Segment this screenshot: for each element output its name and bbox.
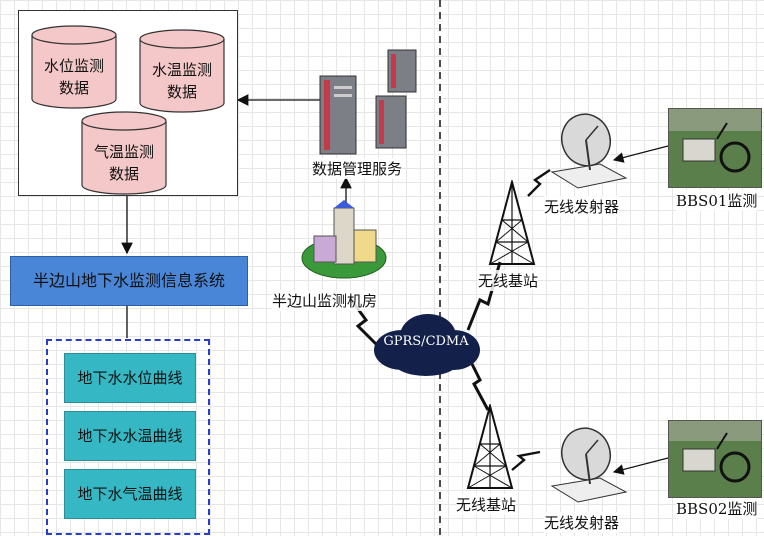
water-level-data-cylinder: 水位监测数据 xyxy=(31,25,117,109)
station1-label: 无线基站 xyxy=(478,270,539,291)
curve-item-water-level: 地下水水位曲线 xyxy=(64,353,196,403)
curve-item-air-temp: 地下水气温曲线 xyxy=(64,469,196,519)
lightning-station2-to-transmitter2 xyxy=(511,450,541,471)
satellite-dish-icon xyxy=(550,113,628,189)
network-cloud-icon xyxy=(374,314,480,376)
cylinder-label: 气温监测数据 xyxy=(93,143,154,183)
curve-group: 地下水水位曲线 地下水水温曲线 地下水气温曲线 xyxy=(46,339,210,535)
radio-tower-icon xyxy=(466,404,514,489)
curve-item-water-temp: 地下水水温曲线 xyxy=(64,411,196,461)
monitor-device-icon xyxy=(669,109,761,187)
monitor1-photo xyxy=(668,108,762,188)
station2-label: 无线基站 xyxy=(456,494,517,515)
arrow-monitor1-to-transmitter1 xyxy=(612,145,669,163)
database-cylinder-icon xyxy=(81,111,167,195)
monitor2-photo xyxy=(668,420,762,498)
network-label: GPRS/CDMA xyxy=(383,334,469,349)
water-temp-data-cylinder: 水温监测数据 xyxy=(139,29,225,113)
monitor-device-icon xyxy=(669,421,761,497)
server-rack-icon xyxy=(319,49,417,155)
system-title-bar: 半边山地下水监测信息系统 xyxy=(10,256,248,306)
lightning-cloud-to-station2 xyxy=(468,359,490,411)
satellite-dish-icon xyxy=(550,427,628,503)
cylinder-label: 水温监测数据 xyxy=(151,61,212,101)
arrow-monitor2-to-transmitter2 xyxy=(612,457,669,475)
database-cylinder-icon xyxy=(31,25,117,109)
transmitter1-label: 无线发射器 xyxy=(544,196,620,217)
database-cylinder-icon xyxy=(139,29,225,113)
database-group: 水位监测数据 水温监测数据 气温监测数据 xyxy=(18,10,238,196)
monitor1-label: BBS01监测 xyxy=(676,190,758,211)
transmitter2-label: 无线发射器 xyxy=(544,512,620,533)
cylinder-label: 水位监测数据 xyxy=(43,57,104,97)
server-label: 数据管理服务 xyxy=(312,158,403,179)
monitor2-label: BBS02监测 xyxy=(676,498,758,519)
machine-room-label: 半边山监测机房 xyxy=(272,290,378,311)
radio-tower-icon xyxy=(488,180,536,265)
lightning-station1-to-transmitter1 xyxy=(527,169,551,197)
machine-room-building-icon xyxy=(301,200,387,279)
air-temp-data-cylinder: 气温监测数据 xyxy=(81,111,167,195)
